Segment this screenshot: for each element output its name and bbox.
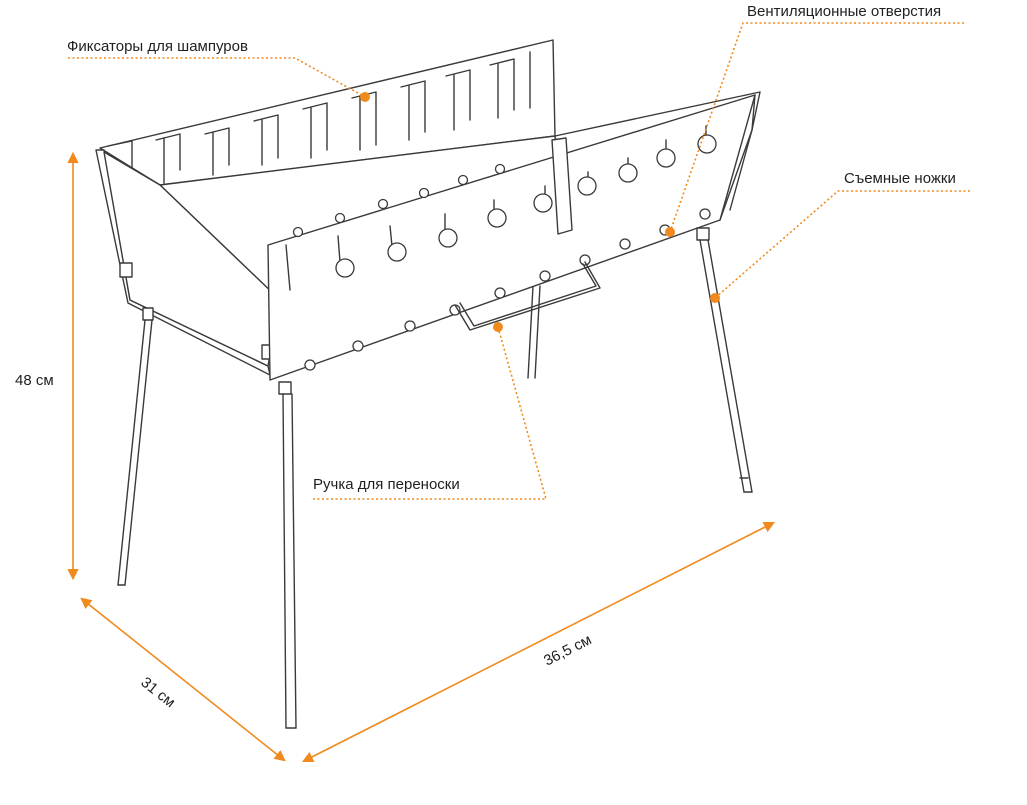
front-skewer-slots [335, 125, 717, 278]
back-left-leg [117, 307, 154, 586]
grill-body [95, 39, 761, 729]
dimension-height: 48 см [15, 151, 79, 581]
front-right-leg [696, 227, 753, 493]
front-left-leg [278, 381, 297, 729]
back-leg [527, 285, 541, 379]
dimension-height-label: 48 см [15, 372, 54, 389]
label-skewer-holders: Фиксаторы для шампуров [67, 38, 248, 55]
dimension-depth-label: 31 см [138, 674, 179, 711]
callout-handle: Ручка для переноски [313, 322, 548, 500]
callout-legs: Съемные ножки [710, 170, 970, 303]
callout-skewer-holders: Фиксаторы для шампуров [67, 38, 370, 102]
label-legs: Съемные ножки [844, 170, 956, 187]
dimension-length: 36,5 см [302, 521, 775, 763]
label-handle: Ручка для переноски [313, 476, 460, 493]
skewer-slots [107, 51, 531, 184]
carrying-handle [454, 261, 601, 331]
dimension-depth: 31 см [80, 597, 286, 762]
label-vents: Вентиляционные отверстия [747, 3, 941, 20]
callout-vents: Вентиляционные отверстия [665, 3, 964, 237]
ventilation-holes [292, 163, 711, 371]
